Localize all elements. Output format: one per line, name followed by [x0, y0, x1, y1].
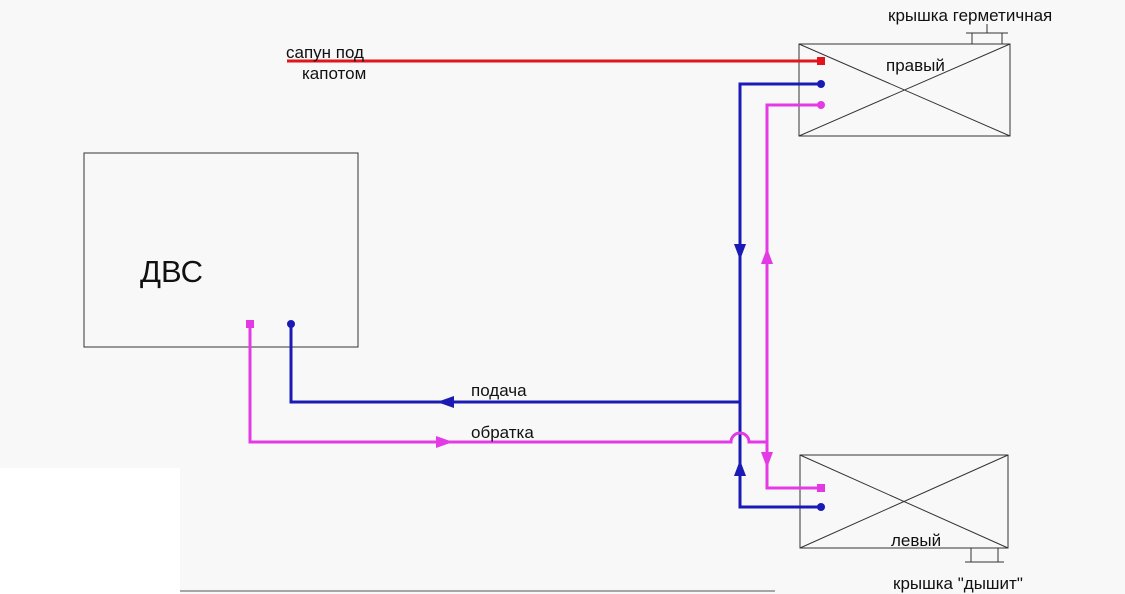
- supply-arrow-left: [437, 396, 454, 408]
- supply-port-left: [817, 503, 825, 511]
- sealed-cap-label: крышка герметичная: [888, 6, 1052, 25]
- breathing-cap-neck: [970, 547, 999, 563]
- supply-line: подача: [287, 80, 825, 511]
- supply-arrow-up: [734, 460, 746, 476]
- breathing-cap-label: крышка "дышит": [893, 574, 1023, 593]
- return-port-engine: [246, 320, 254, 328]
- breather-label-1: сапун под: [286, 43, 364, 62]
- return-pipe-main: [765, 103, 821, 490]
- breather-label-2: капотом: [302, 64, 366, 83]
- return-label: обратка: [471, 423, 534, 442]
- return-arrow-up: [761, 248, 773, 264]
- return-port-left: [817, 484, 825, 492]
- sealed-cap: крышка герметичная: [888, 6, 1052, 45]
- right-tank-label: правый: [886, 56, 945, 75]
- engine-outline: [83, 152, 359, 348]
- breathing-cap: крышка "дышит": [893, 547, 1023, 593]
- supply-label: подача: [471, 381, 527, 400]
- blank-patch: [0, 468, 180, 594]
- supply-arrow-down: [734, 244, 746, 260]
- left-tank-cross-b: [799, 454, 1009, 549]
- return-line: обратка: [246, 101, 825, 492]
- supply-port-right: [817, 80, 825, 88]
- left-tank-label: левый: [891, 531, 941, 550]
- return-arrow-down: [761, 452, 773, 468]
- supply-pipe-main: [738, 82, 821, 509]
- right-tank-cross-b: [798, 43, 1011, 137]
- breather-port: [817, 57, 825, 65]
- left-tank: левый: [799, 454, 1009, 550]
- supply-port-engine: [287, 320, 295, 328]
- right-tank: правый: [798, 43, 1011, 137]
- right-tank-outline: [798, 43, 1011, 137]
- sealed-cap-neck: [971, 32, 1003, 45]
- breather-line: сапун под капотом: [286, 43, 825, 83]
- engine-label: ДВС: [140, 254, 203, 289]
- left-tank-outline: [799, 454, 1009, 549]
- supply-pipe-engine: [289, 324, 740, 404]
- return-arrow-right: [436, 436, 453, 448]
- return-port-right: [817, 101, 825, 109]
- return-pipe-engine: [248, 324, 767, 444]
- engine-block: ДВС: [83, 152, 359, 348]
